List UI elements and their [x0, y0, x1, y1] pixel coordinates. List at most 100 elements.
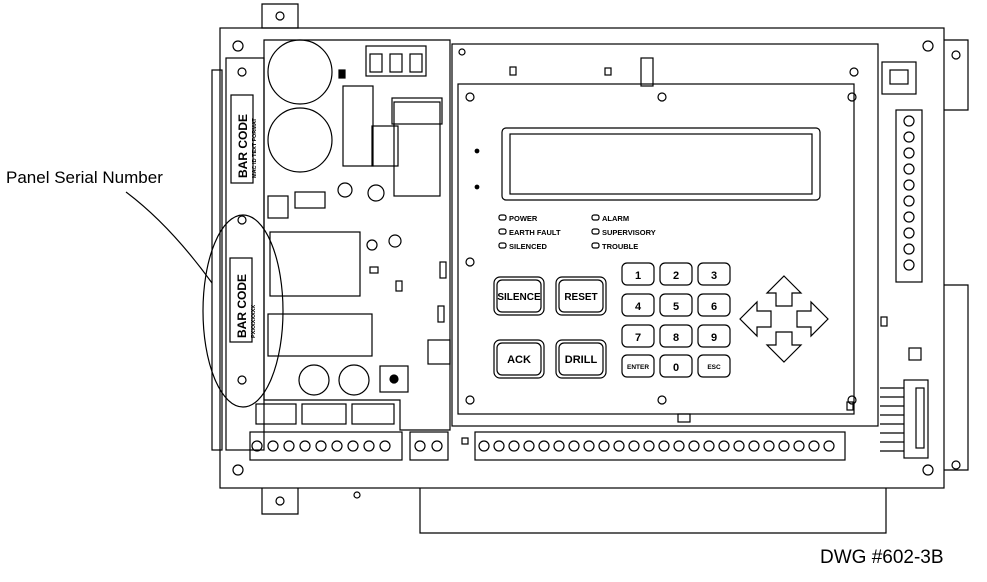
component — [367, 184, 385, 202]
key-enter[interactable] — [621, 354, 655, 378]
screw — [389, 374, 399, 384]
key-enter-label: ENTER — [627, 364, 649, 371]
component — [908, 347, 922, 361]
component — [677, 413, 691, 423]
ribbon-connector — [903, 379, 929, 459]
key-5[interactable] — [659, 293, 693, 317]
enclosure-backplate — [219, 27, 945, 489]
reset-button-face — [558, 279, 604, 313]
arrow-left-icon[interactable] — [739, 300, 772, 338]
key-2[interactable] — [659, 262, 693, 286]
mounting-hole — [275, 496, 285, 506]
component — [439, 261, 447, 279]
key-4[interactable] — [621, 293, 655, 317]
right-lower-tab — [944, 284, 969, 471]
screw — [849, 67, 859, 77]
key-3-label: 3 — [711, 270, 717, 282]
relay — [269, 231, 361, 297]
key-6[interactable] — [697, 293, 731, 317]
arrow-right-icon[interactable] — [796, 300, 829, 338]
callout-leader-line — [125, 191, 213, 284]
key-esc-label: ESC — [707, 364, 721, 371]
ack-label: ACK — [507, 354, 531, 366]
display-panel — [457, 83, 855, 415]
barcode-top-format: MAC ID TEXT FORMAT — [252, 118, 258, 178]
capacitor — [267, 107, 333, 173]
led — [474, 184, 480, 190]
led-power-label: POWER — [509, 214, 538, 223]
component — [294, 191, 326, 209]
screw — [353, 491, 361, 499]
key-4-label: 4 — [635, 301, 642, 313]
connector-pins — [880, 387, 904, 452]
lcd-screen — [509, 133, 813, 195]
transformer — [342, 85, 374, 167]
key-7-label: 7 — [635, 332, 641, 344]
key-esc[interactable] — [697, 354, 731, 378]
key-9-label: 9 — [711, 332, 717, 344]
barcode-top-title: BAR CODE — [236, 114, 250, 178]
key-2-label: 2 — [673, 270, 679, 282]
key-9[interactable] — [697, 324, 731, 348]
terminal-screw — [414, 440, 426, 452]
top-mounting-tab — [261, 3, 299, 29]
terminal-screw — [431, 440, 443, 452]
inductor — [371, 125, 399, 167]
reset-button[interactable] — [555, 276, 607, 316]
barcode-bottom-title: BAR CODE — [235, 274, 249, 338]
key-8[interactable] — [659, 324, 693, 348]
barcode-label-bottom — [229, 257, 253, 343]
fuse — [351, 403, 395, 425]
terminal-screws-right — [478, 440, 835, 452]
terminal — [409, 53, 423, 73]
main-pcb — [263, 39, 451, 431]
mounting-hole — [275, 11, 285, 21]
component — [461, 437, 469, 445]
arrow-up-icon[interactable] — [765, 275, 803, 307]
ack-button-face — [496, 342, 542, 376]
transformer-core — [393, 101, 441, 197]
terminal-strip-vertical — [895, 109, 923, 283]
fuse — [255, 403, 297, 425]
terminal-screws-vertical — [903, 115, 915, 271]
key-7[interactable] — [621, 324, 655, 348]
callout-panel-serial-number: Panel Serial Number — [6, 168, 163, 187]
screw — [847, 395, 857, 405]
relay — [267, 313, 373, 357]
key-0-label: 0 — [673, 362, 679, 374]
key-3[interactable] — [697, 262, 731, 286]
keypad — [621, 262, 731, 378]
key-0[interactable] — [659, 354, 693, 378]
capacitor — [267, 39, 333, 105]
key-8-label: 8 — [673, 332, 679, 344]
screw — [465, 92, 475, 102]
component — [337, 182, 353, 198]
screw — [922, 464, 934, 476]
silence-button[interactable] — [493, 276, 545, 316]
indicator-leds — [498, 214, 600, 249]
key-1[interactable] — [621, 262, 655, 286]
drill-button-face — [558, 342, 604, 376]
component — [366, 239, 378, 251]
ack-button[interactable] — [493, 339, 545, 379]
transformer-cap — [391, 97, 443, 125]
component — [267, 195, 289, 219]
bottom-mounting-tab — [261, 488, 299, 515]
rj-jack-port — [889, 69, 909, 85]
component — [437, 305, 445, 323]
led-silenced-label: SILENCED — [509, 242, 548, 251]
drill-label: DRILL — [565, 354, 598, 366]
silence-label: SILENCE — [497, 292, 541, 303]
screw — [237, 67, 247, 77]
arrow-down-icon[interactable] — [765, 331, 803, 363]
drawing-number: DWG #602-3B — [820, 547, 944, 568]
callout-ellipse — [202, 214, 284, 408]
bottom-tray — [419, 488, 887, 534]
drill-button[interactable] — [555, 339, 607, 379]
terminal-strip-small — [409, 431, 449, 461]
led — [474, 148, 480, 154]
screw — [232, 40, 244, 52]
connector — [640, 57, 654, 87]
component — [509, 66, 517, 76]
